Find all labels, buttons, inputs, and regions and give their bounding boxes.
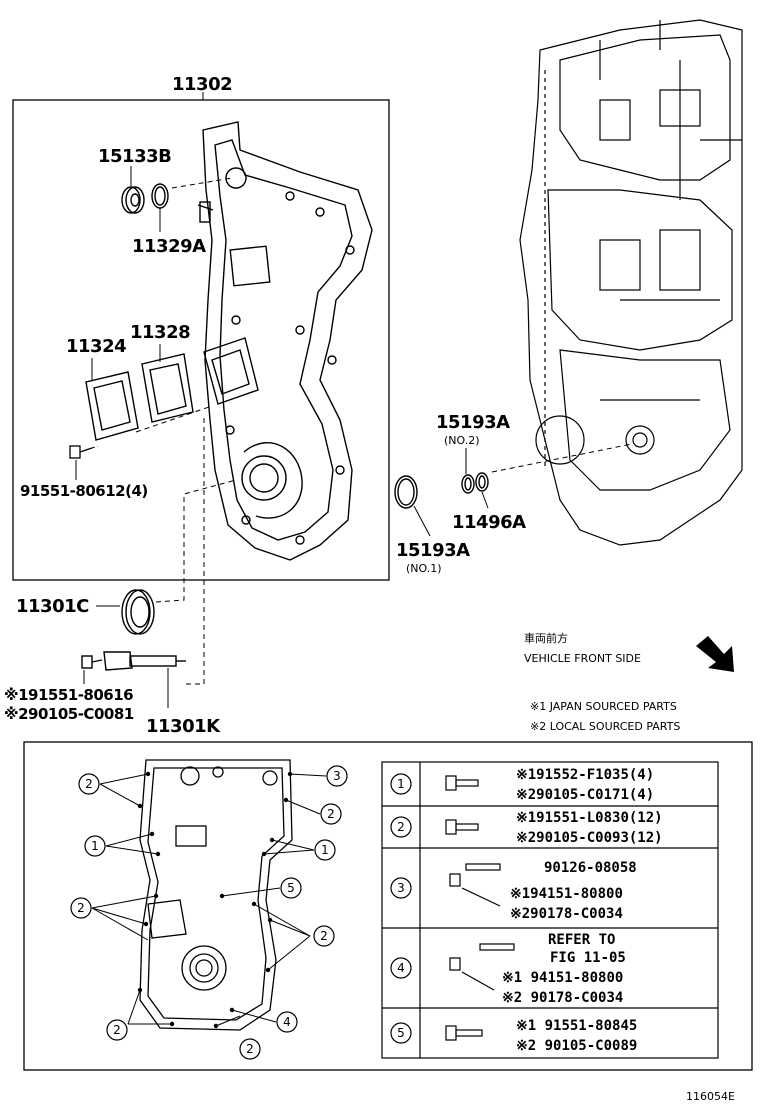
table-bolt-icons <box>445 775 515 1041</box>
svg-text:※290105-C0093(12): ※290105-C0093(12) <box>516 830 663 846</box>
bolt-table <box>381 761 719 1059</box>
plate-11324-drawing <box>85 371 139 441</box>
direction-en: VEHICLE FRONT SIDE <box>524 652 641 665</box>
svg-text:※194151-80800: ※194151-80800 <box>510 886 623 902</box>
svg-text:1: 1 <box>397 777 405 791</box>
svg-text:※290178-C0034: ※290178-C0034 <box>510 906 623 922</box>
svg-text:2: 2 <box>320 929 328 943</box>
washer-11496A-drawing <box>475 472 489 492</box>
legend-note-2: ※2 LOCAL SOURCED PARTS <box>530 720 680 733</box>
callout-circles <box>70 765 348 1060</box>
timing-cover-drawing <box>197 121 373 561</box>
svg-text:2: 2 <box>327 807 335 821</box>
plug-15133B-drawing <box>121 186 145 214</box>
detail-frame <box>23 741 753 1071</box>
label-no2: (NO.2) <box>444 434 480 447</box>
front-direction-arrow-icon <box>696 636 734 672</box>
label-15133B: 15133B <box>98 146 171 167</box>
svg-text:2: 2 <box>246 1042 254 1056</box>
oring-15193A-no2-drawing <box>461 474 475 494</box>
svg-text:※1 94151-80800: ※1 94151-80800 <box>502 970 623 986</box>
bolt-icon <box>445 1025 483 1041</box>
svg-text:※191552-F1035(4): ※191552-F1035(4) <box>516 767 654 783</box>
bolt-icon <box>445 775 479 791</box>
label-opt2-90105-C0081: ※290105-C0081 <box>4 705 134 723</box>
bolt-91551-80612-drawing <box>69 445 93 459</box>
sensor-11301K-drawing <box>81 651 186 671</box>
svg-text:※2 90178-C0034: ※2 90178-C0034 <box>502 990 623 1006</box>
svg-text:3: 3 <box>397 881 405 895</box>
figure-id: 116054E <box>686 1090 735 1103</box>
svg-text:5: 5 <box>397 1026 405 1040</box>
oring-11329A-drawing <box>151 183 169 209</box>
callout-numbers: 2 1 2 2 2 4 2 5 1 2 3 <box>77 769 341 1056</box>
engine-block-drawing <box>519 19 743 546</box>
svg-text:1: 1 <box>91 839 99 853</box>
seal-11301C-drawing <box>121 589 155 635</box>
label-opt1-91551-80616: ※191551-80616 <box>4 686 133 704</box>
svg-text:※191551-L0830(12): ※191551-L0830(12) <box>516 810 663 826</box>
label-no1: (NO.1) <box>406 562 442 575</box>
label-11302: 11302 <box>172 74 232 95</box>
assembly-frame <box>12 99 390 581</box>
bolt-positions <box>137 771 293 1029</box>
svg-text:※1 91551-80845: ※1 91551-80845 <box>516 1018 637 1034</box>
svg-text:2: 2 <box>113 1023 121 1037</box>
svg-text:2: 2 <box>397 820 405 834</box>
direction-jp: 車両前方 <box>524 631 568 645</box>
svg-text:※2 90105-C0089: ※2 90105-C0089 <box>516 1038 637 1054</box>
svg-text:5: 5 <box>287 881 295 895</box>
label-11328: 11328 <box>130 322 190 343</box>
svg-text:2: 2 <box>85 777 93 791</box>
legend-note-1: ※1 JAPAN SOURCED PARTS <box>530 700 677 713</box>
label-11301K: 11301K <box>146 716 221 737</box>
svg-text:3: 3 <box>333 769 341 783</box>
cover-bolt-map-drawing <box>139 759 293 1031</box>
svg-text:4: 4 <box>283 1015 291 1029</box>
table-text: ※191552-F1035(4) ※290105-C0171(4) ※19155… <box>502 767 663 1054</box>
stud-icon <box>449 863 501 887</box>
svg-text:90126-08058: 90126-08058 <box>544 860 637 876</box>
svg-text:REFER TO: REFER TO <box>548 932 615 948</box>
label-11324: 11324 <box>66 336 126 357</box>
svg-text:FIG 11-05: FIG 11-05 <box>550 950 626 966</box>
svg-text:2: 2 <box>77 901 85 915</box>
oring-15193A-no1-drawing <box>394 475 418 509</box>
label-91551-80612: 91551-80612(4) <box>20 482 148 500</box>
table-row-circles <box>390 773 412 1044</box>
gasket-11328-drawing <box>141 353 194 423</box>
label-11301C: 11301C <box>16 596 89 617</box>
table-row-numbers: 1 2 3 4 5 <box>397 777 405 1040</box>
callout-leaders <box>91 773 327 1027</box>
svg-text:※290105-C0171(4): ※290105-C0171(4) <box>516 787 654 803</box>
svg-text:4: 4 <box>397 961 405 975</box>
svg-text:1: 1 <box>321 843 329 857</box>
label-11496A: 11496A <box>452 512 526 533</box>
label-11329A: 11329A <box>132 236 206 257</box>
stud-icon <box>449 943 515 971</box>
label-15193A-no2: 15193A <box>436 412 510 433</box>
bolt-icon <box>445 819 479 835</box>
label-15193A-no1: 15193A <box>396 540 470 561</box>
